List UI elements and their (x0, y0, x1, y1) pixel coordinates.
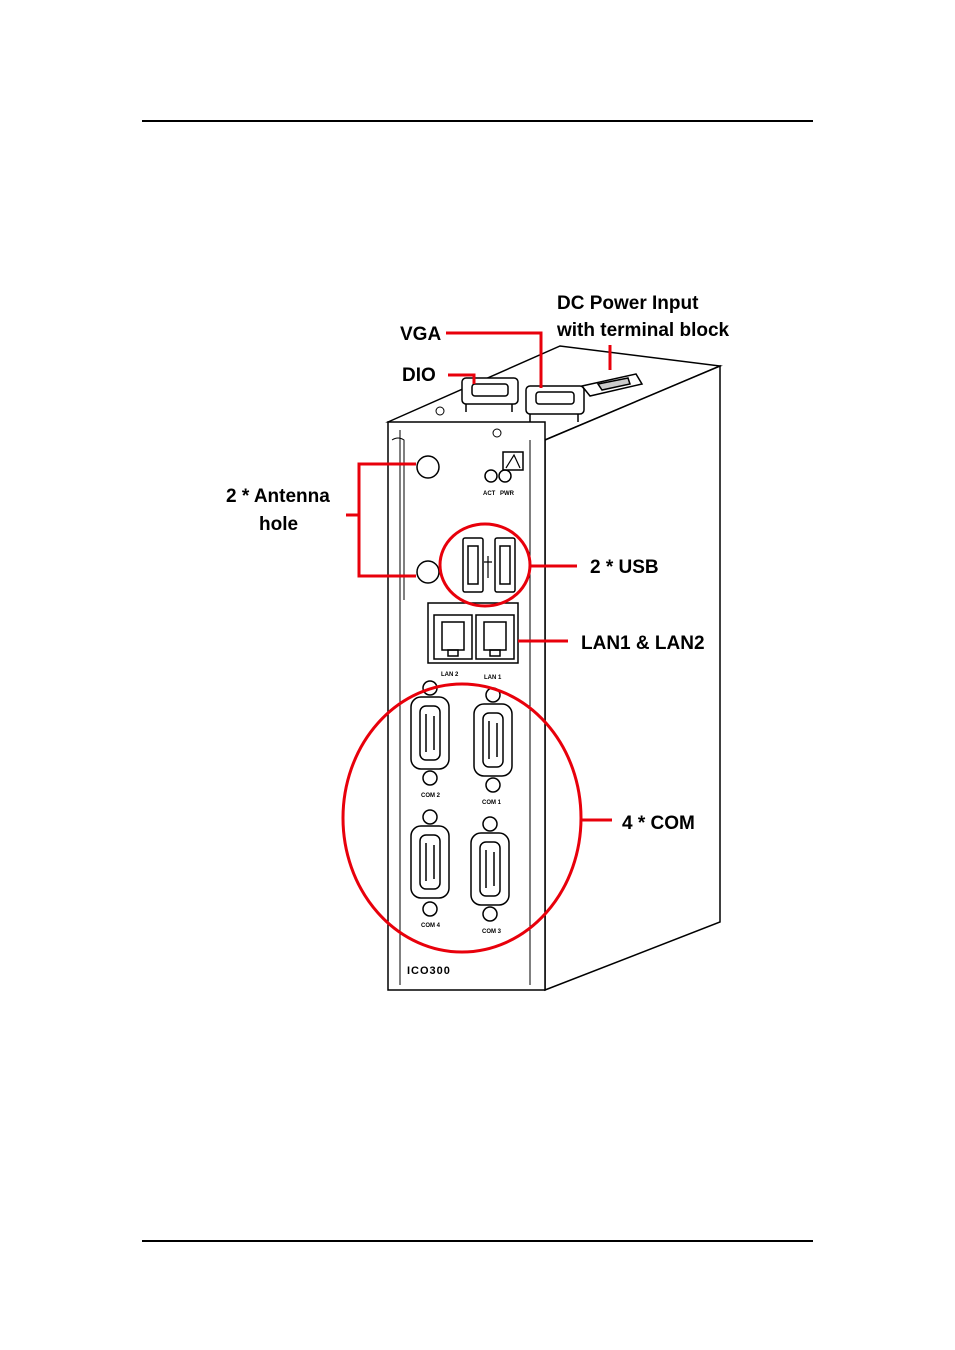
dc-power-label-line1: DC Power Input (557, 293, 699, 314)
device-side-face (545, 366, 720, 990)
usb-port-2 (495, 538, 515, 592)
com-label: 4 * COM (622, 813, 695, 834)
dio-label: DIO (402, 365, 436, 386)
act-label: ACT (483, 491, 496, 497)
com1-label: COM 1 (482, 800, 502, 806)
pwr-label: PWR (500, 491, 515, 497)
antenna-label-line2: hole (259, 514, 298, 535)
com3-label: COM 3 (482, 929, 502, 935)
lan1-label: LAN 1 (484, 675, 502, 681)
usb-label: 2 * USB (590, 557, 659, 578)
vga-label: VGA (400, 324, 441, 345)
com4-label: COM 4 (421, 923, 441, 929)
antenna-label-line1: 2 * Antenna (226, 486, 330, 507)
usb-port-1 (463, 538, 483, 592)
dc-power-label-line2: with terminal block (556, 320, 730, 341)
lan-label: LAN1 & LAN2 (581, 633, 705, 654)
lan1-port (476, 615, 514, 659)
com2-label: COM 2 (421, 793, 441, 799)
device-illustration (388, 346, 720, 990)
model-label: ICO300 (407, 965, 451, 977)
lan2-label: LAN 2 (441, 672, 459, 678)
lan2-port (434, 615, 472, 659)
